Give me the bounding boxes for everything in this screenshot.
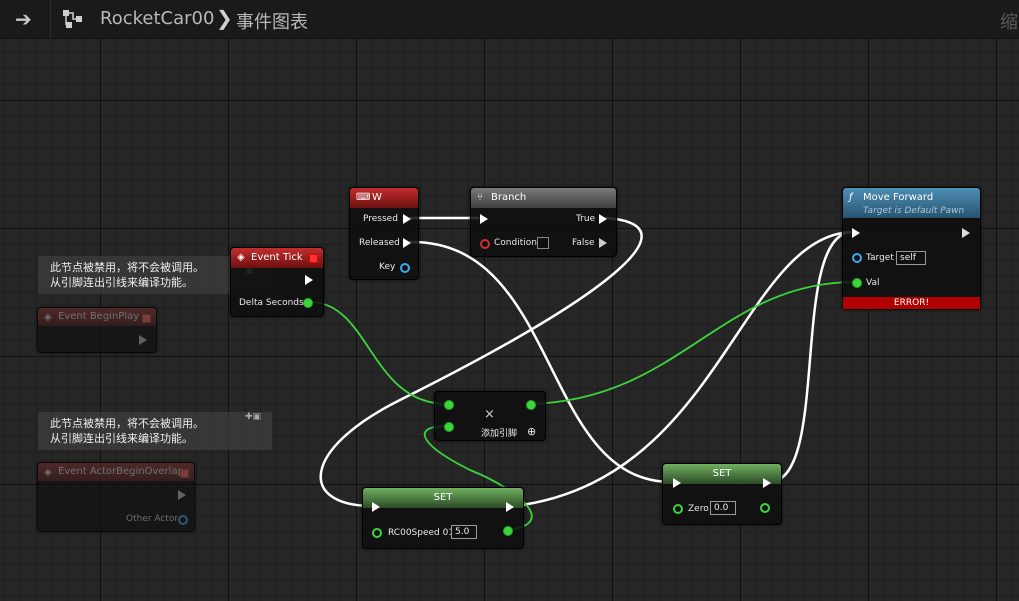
node-title: SET xyxy=(433,492,453,503)
condition-checkbox[interactable] xyxy=(537,237,549,249)
speed-input-pin[interactable] xyxy=(372,528,382,538)
pin-label: Released xyxy=(359,238,400,248)
event-diamond-icon: ◈ xyxy=(237,252,245,263)
target-value-field[interactable]: self xyxy=(896,251,926,265)
node-multiply[interactable]: × 添加引脚 ⊕ xyxy=(434,391,546,441)
multiply-icon: × xyxy=(484,407,495,422)
comment-line: 从引脚连出引线来编译功能。 xyxy=(50,432,193,445)
other-actor-pin[interactable] xyxy=(178,515,188,525)
condition-pin[interactable] xyxy=(480,239,490,249)
exec-out-pin[interactable] xyxy=(763,478,771,488)
close-icon[interactable] xyxy=(180,469,189,478)
released-pin[interactable] xyxy=(403,238,411,248)
node-subtitle: Target is Default Pawn xyxy=(863,206,965,216)
true-pin[interactable] xyxy=(599,214,607,224)
pin-label: Condition xyxy=(494,238,537,248)
pin-label: False xyxy=(572,238,595,248)
target-pin[interactable] xyxy=(852,253,862,263)
wire-set-speed-moveforward xyxy=(513,230,852,508)
pressed-pin[interactable] xyxy=(403,214,411,224)
zero-input-pin[interactable] xyxy=(673,504,683,514)
exec-out-pin[interactable] xyxy=(305,275,313,285)
exec-in-pin[interactable] xyxy=(480,214,488,224)
error-banner: ERROR! xyxy=(843,297,980,309)
function-icon: ƒ xyxy=(849,192,853,203)
speed-output-pin[interactable] xyxy=(503,526,513,536)
exec-out-pin[interactable] xyxy=(962,228,970,238)
pin-label: Target xyxy=(866,253,894,263)
editor-toolbar: ➔ RocketCar00 ❯ 事件图表 缩 xyxy=(0,0,1019,39)
node-title: Event BeginPlay xyxy=(58,311,140,322)
pin-label: Other Actor xyxy=(126,514,179,524)
false-pin[interactable] xyxy=(599,238,607,248)
comment-line: 此节点被禁用，将不会被调用。 xyxy=(50,417,204,430)
add-pin-icon[interactable]: ⊕ xyxy=(527,425,537,438)
delta-seconds-pin[interactable] xyxy=(303,298,313,308)
zero-value-field[interactable]: 0.0 xyxy=(710,501,736,515)
val-pin[interactable] xyxy=(852,278,862,288)
close-icon[interactable] xyxy=(309,254,318,263)
zero-output-pin[interactable] xyxy=(760,503,770,513)
keyboard-icon: ⌨ xyxy=(356,192,371,203)
pin-label: Delta Seconds xyxy=(239,298,304,308)
exec-out-pin[interactable] xyxy=(139,335,147,345)
node-set-zero[interactable]: SET Zero 0.0 xyxy=(662,463,782,525)
breadcrumb-chevron-icon: ❯ xyxy=(216,6,233,30)
node-event-actor-begin-overlap[interactable]: ◈ Event ActorBeginOverlap Other Actor xyxy=(37,462,195,532)
multiply-output-pin[interactable] xyxy=(526,400,536,410)
event-diamond-icon: ◈ xyxy=(44,467,52,478)
pin-label: Pressed xyxy=(363,214,398,224)
node-title: Event ActorBeginOverlap xyxy=(58,466,184,477)
node-title: Event Tick xyxy=(251,252,303,263)
graph-hierarchy-icon xyxy=(63,10,82,28)
add-pin-label[interactable]: 添加引脚 xyxy=(481,429,518,439)
node-branch[interactable]: ⑂ Branch True Condition False xyxy=(470,187,617,257)
pin-icon[interactable]: ✚▣ xyxy=(245,412,262,422)
exec-out-pin[interactable] xyxy=(506,502,514,512)
exec-in-pin[interactable] xyxy=(852,228,860,238)
wire-delta-multiply xyxy=(309,301,448,405)
key-pin[interactable] xyxy=(400,263,410,273)
pin-label: True xyxy=(576,214,596,224)
wire-true-set-speed xyxy=(319,216,643,508)
exec-out-pin[interactable] xyxy=(178,490,186,500)
multiply-input-b-pin[interactable] xyxy=(444,422,454,432)
disabled-comment-2: 此节点被禁用，将不会被调用。 从引脚连出引线来编译功能。 xyxy=(38,412,272,450)
speed-value-field[interactable]: 5.0 xyxy=(451,525,477,539)
blueprint-name[interactable]: RocketCar00 xyxy=(100,8,215,29)
pin-label: Zero xyxy=(688,504,709,514)
node-title: W xyxy=(372,192,382,203)
pin-label: Key xyxy=(379,262,396,272)
zoom-label: 缩 xyxy=(1000,12,1018,33)
branch-icon: ⑂ xyxy=(477,192,483,203)
wire-released-set-zero xyxy=(408,240,672,484)
wire-multiply-val xyxy=(529,281,856,405)
node-event-beginplay[interactable]: ◈ Event BeginPlay xyxy=(37,307,157,353)
comment-line: 此节点被禁用，将不会被调用。 xyxy=(50,261,204,274)
graph-name[interactable]: 事件图表 xyxy=(236,12,308,33)
toolbar-divider xyxy=(50,0,51,38)
multiply-input-a-pin[interactable] xyxy=(444,400,454,410)
comment-line: 从引脚连出引线来编译功能。 xyxy=(50,276,193,289)
node-title: Move Forward xyxy=(863,192,934,203)
wire-speed-multiply xyxy=(424,425,533,531)
close-icon[interactable] xyxy=(142,314,151,323)
exec-in-pin[interactable] xyxy=(673,478,681,488)
node-title: SET xyxy=(712,468,732,479)
node-key-w[interactable]: ⌨W Pressed Released Key xyxy=(349,187,419,280)
event-diamond-icon: ◈ xyxy=(44,312,52,323)
node-event-tick[interactable]: ◈ Event Tick Delta Seconds xyxy=(230,247,324,317)
wire-set-zero-moveforward xyxy=(768,230,852,484)
node-title: Branch xyxy=(491,192,527,203)
node-set-speed[interactable]: SET RC00Speed 01 5.0 xyxy=(362,487,524,549)
pin-label: Val xyxy=(866,278,880,288)
arrow-right-icon[interactable]: ➔ xyxy=(15,7,32,31)
pin-label: RC00Speed 01 xyxy=(388,528,455,538)
exec-in-pin[interactable] xyxy=(372,502,380,512)
